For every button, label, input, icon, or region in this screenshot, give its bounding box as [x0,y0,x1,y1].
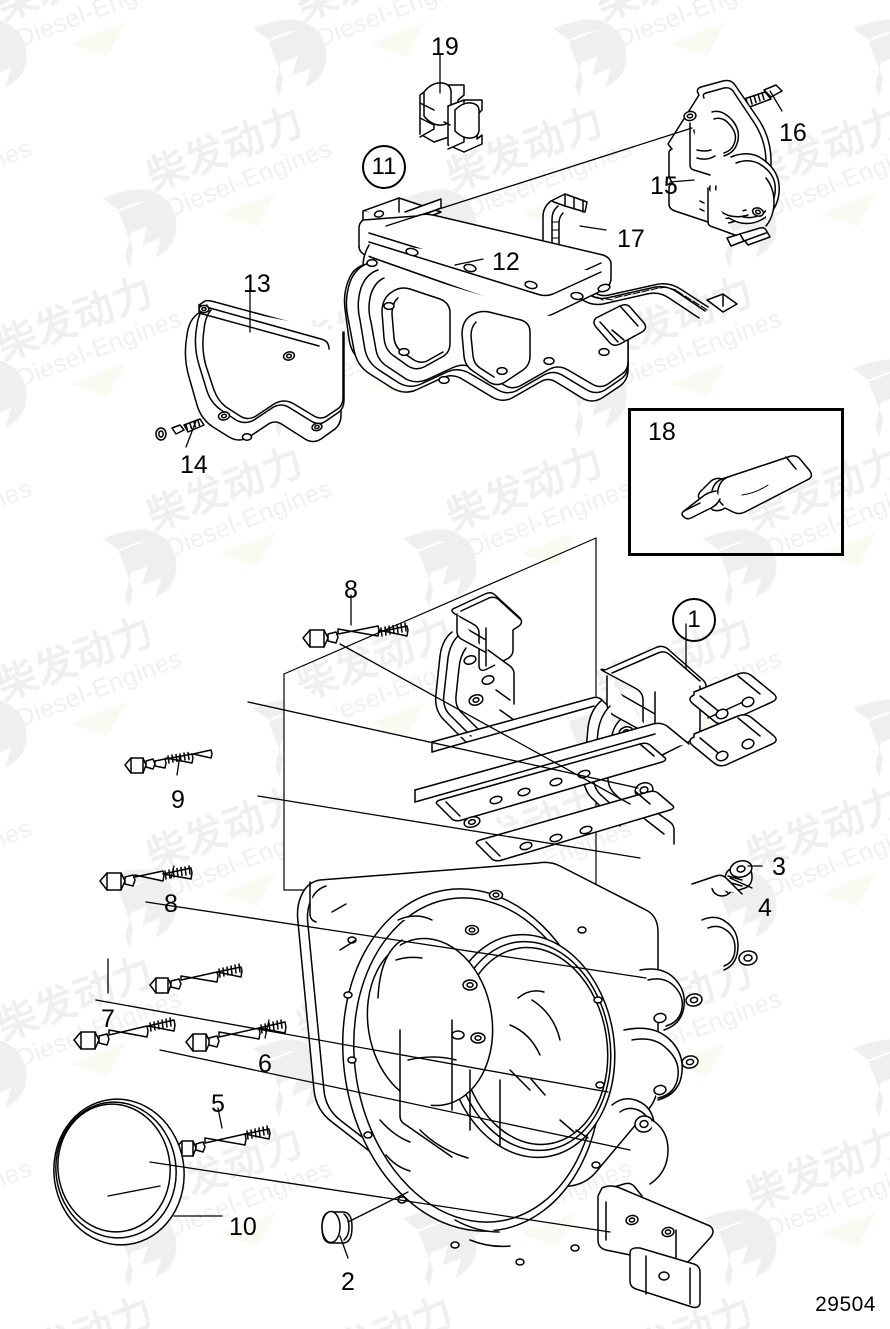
callout-screw[interactable]: 16 [779,119,807,147]
flange-screw-part-7b [149,963,243,994]
callout-flange-screw[interactable]: 7 [101,1005,115,1033]
drawing-part-number: 29504 [815,1293,876,1316]
callout-timing-gear-casing-assembly[interactable]: 11 [362,145,406,189]
callout-gasket[interactable]: 17 [617,225,645,253]
clip-part-19 [419,82,483,153]
callout-flange-screw[interactable]: 6 [258,1050,272,1078]
callout-timing-gear-casing[interactable]: 12 [492,248,520,276]
callout-screw-plug[interactable]: 3 [772,853,786,881]
callout-flange-screw[interactable]: 8 [344,576,358,604]
callout-sealing-compound[interactable]: 18 [648,418,676,446]
o-ring-part-10 [53,1098,185,1246]
flange-screw-part-8-top [302,622,409,648]
flange-screw-part-7 [73,1017,176,1050]
callout-sealing-plug[interactable]: 2 [341,1268,355,1296]
callout-o-ring[interactable]: 10 [229,1213,257,1241]
sealing-compound-tube-part-18 [681,455,813,520]
callout-flange-screw[interactable]: 8 [164,890,178,918]
callout-sealing-washer[interactable]: 4 [758,894,772,922]
flange-screw-part-6 [185,1019,287,1052]
callout-front-cover[interactable]: 15 [650,172,678,200]
screw-part-14 [155,418,205,441]
callout-flywheel-housing[interactable]: 1 [672,598,716,642]
callout-screw[interactable]: 14 [180,451,208,479]
flywheel-housing-part-1 [283,537,777,1309]
cover-plate-part-13 [184,299,345,443]
callout-flange-screw[interactable]: 9 [171,786,185,814]
callout-clip[interactable]: 19 [431,33,459,61]
sealing-plug-part-2 [321,1210,353,1244]
flange-screw-part-5 [175,1125,271,1157]
callout-flange-screw[interactable]: 5 [211,1090,225,1118]
flange-screw-part-8-lower [99,865,193,891]
callout-cover-plate[interactable]: 13 [243,270,271,298]
front-cover-part-15 [667,79,780,247]
flange-screw-part-9 [124,749,213,774]
